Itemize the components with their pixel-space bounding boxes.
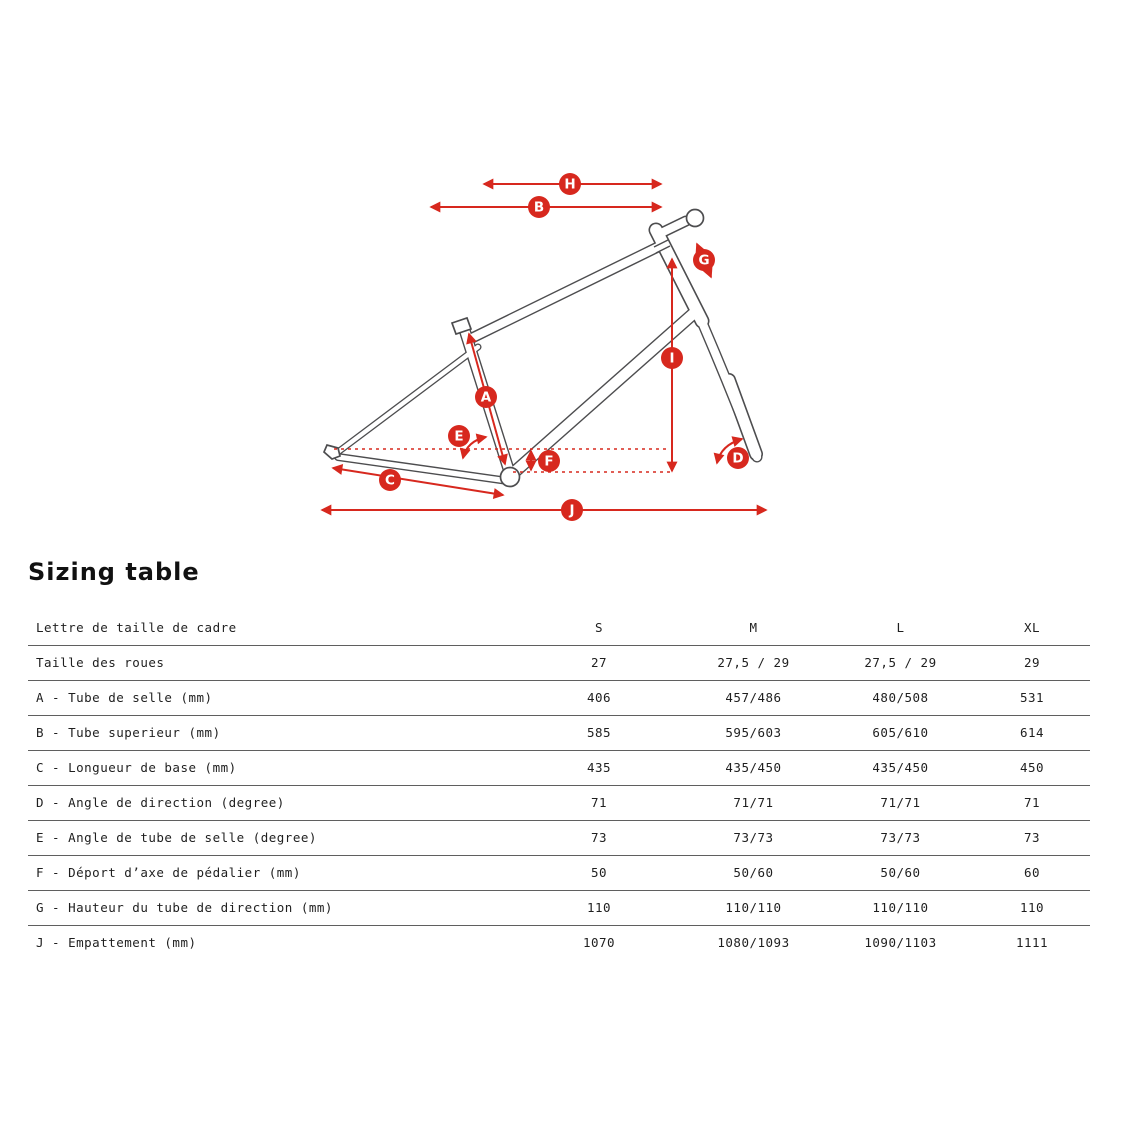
bottom-bracket <box>499 466 521 488</box>
value-s: 73 <box>590 830 608 845</box>
badge-J: J <box>561 499 583 521</box>
table-header-row: Lettre de taille de cadre S M L XL <box>28 610 1090 645</box>
value-s: 27 <box>590 655 608 670</box>
row-label: G - Hauteur du tube de direction (mm) <box>36 900 333 915</box>
value-l: 50/60 <box>880 865 921 880</box>
badge-E-letter: E <box>454 429 463 445</box>
value-m: 1080/1093 <box>717 935 790 951</box>
value-xl: 614 <box>1019 725 1045 740</box>
value-s: 585 <box>586 725 612 740</box>
table-header-m: M <box>749 619 758 635</box>
table-row: G - Hauteur du tube de direction (mm) 11… <box>28 890 1090 925</box>
value-m: 50/60 <box>733 865 774 880</box>
dimension-badges: H B G I A E F C <box>379 173 749 521</box>
headset-spacers <box>653 239 671 254</box>
seatpost-clamp <box>450 316 473 336</box>
value-s: 71 <box>590 795 608 810</box>
badge-A: A <box>475 386 497 408</box>
value-l: 1090/1103 <box>864 935 937 951</box>
row-label: C - Longueur de base (mm) <box>36 760 237 775</box>
dim-C-arrow <box>331 464 505 499</box>
badge-F: F <box>538 450 560 472</box>
badge-D: D <box>727 447 749 469</box>
badge-H-letter: H <box>564 177 575 193</box>
badge-B-letter: B <box>534 200 544 216</box>
value-xl: 29 <box>1023 655 1041 670</box>
row-label: E - Angle de tube de selle (degree) <box>36 830 317 845</box>
badge-F-letter: F <box>544 454 553 470</box>
badge-G-letter: G <box>698 253 709 269</box>
bike-geometry-svg: H B G I A E F C <box>320 173 768 521</box>
value-xl: 71 <box>1023 795 1041 810</box>
table-row: D - Angle de direction (degree) 71 71/71… <box>28 785 1090 820</box>
badge-I: I <box>661 347 683 369</box>
value-m: 595/603 <box>725 725 782 740</box>
table-header-l: L <box>896 619 905 635</box>
value-m: 73/73 <box>733 830 774 845</box>
value-l: 71/71 <box>880 795 921 810</box>
table-header-s: S <box>594 619 604 635</box>
dim-E-angle-arrow <box>459 433 488 460</box>
value-s: 50 <box>590 865 608 880</box>
badge-I-letter: I <box>669 351 674 367</box>
table-row: B - Tube superieur (mm) 585 595/603 605/… <box>28 715 1090 750</box>
value-xl: 531 <box>1019 690 1045 705</box>
badge-C-letter: C <box>385 473 395 489</box>
row-label: A - Tube de selle (mm) <box>36 690 213 705</box>
rear-dropout <box>322 443 342 460</box>
row-label: B - Tube superieur (mm) <box>36 725 221 740</box>
value-s: 1070 <box>582 935 616 951</box>
value-l: 110/110 <box>872 900 929 915</box>
table-row: J - Empattement (mm) 1070 1080/1093 1090… <box>28 925 1090 960</box>
page-title: Sizing table <box>28 558 200 586</box>
badge-B: B <box>528 196 550 218</box>
value-l: 605/610 <box>872 725 929 740</box>
table-row: C - Longueur de base (mm) 435 435/450 43… <box>28 750 1090 785</box>
value-s: 435 <box>586 760 612 775</box>
dim-D-angle-arrow <box>713 436 744 465</box>
table-row: E - Angle de tube de selle (degree) 73 7… <box>28 820 1090 855</box>
table-row: F - Déport d’axe de pédalier (mm) 50 50/… <box>28 855 1090 890</box>
value-m: 71/71 <box>733 795 774 810</box>
value-xl: 73 <box>1023 830 1041 845</box>
value-l: 480/508 <box>872 690 929 705</box>
badge-J-letter: J <box>568 503 574 519</box>
value-m: 27,5 / 29 <box>717 655 790 670</box>
value-m: 457/486 <box>725 690 782 705</box>
table-row: Taille des roues 27 27,5 / 29 27,5 / 29 … <box>28 645 1090 680</box>
badge-A-letter: A <box>481 390 492 406</box>
row-label: Taille des roues <box>36 655 165 670</box>
sizing-table: Lettre de taille de cadre S M L XL Taill… <box>28 610 1090 960</box>
badge-G: G <box>693 249 715 271</box>
table-header-xl: XL <box>1023 619 1041 635</box>
table-row: A - Tube de selle (mm) 406 457/486 480/5… <box>28 680 1090 715</box>
value-l: 73/73 <box>880 830 921 845</box>
value-s: 110 <box>586 900 612 915</box>
handlebar-grip <box>685 208 705 228</box>
value-xl: 60 <box>1023 865 1041 880</box>
value-s: 406 <box>586 690 612 705</box>
badge-C: C <box>379 469 401 491</box>
value-l: 435/450 <box>872 760 929 775</box>
bike-geometry-diagram: H B G I A E F C <box>0 0 1136 552</box>
row-label: J - Empattement (mm) <box>36 935 197 951</box>
row-label: D - Angle de direction (degree) <box>36 795 285 810</box>
frame-details <box>322 208 705 488</box>
row-label: F - Déport d’axe de pédalier (mm) <box>36 865 301 880</box>
value-m: 435/450 <box>725 760 782 775</box>
value-l: 27,5 / 29 <box>864 655 937 670</box>
value-xl: 110 <box>1019 900 1045 915</box>
value-xl: 1111 <box>1015 935 1049 951</box>
value-m: 110/110 <box>725 900 782 915</box>
table-header-label: Lettre de taille de cadre <box>36 619 237 635</box>
badge-E: E <box>448 425 470 447</box>
badge-H: H <box>559 173 581 195</box>
badge-D-letter: D <box>732 451 743 467</box>
value-xl: 450 <box>1019 760 1045 775</box>
